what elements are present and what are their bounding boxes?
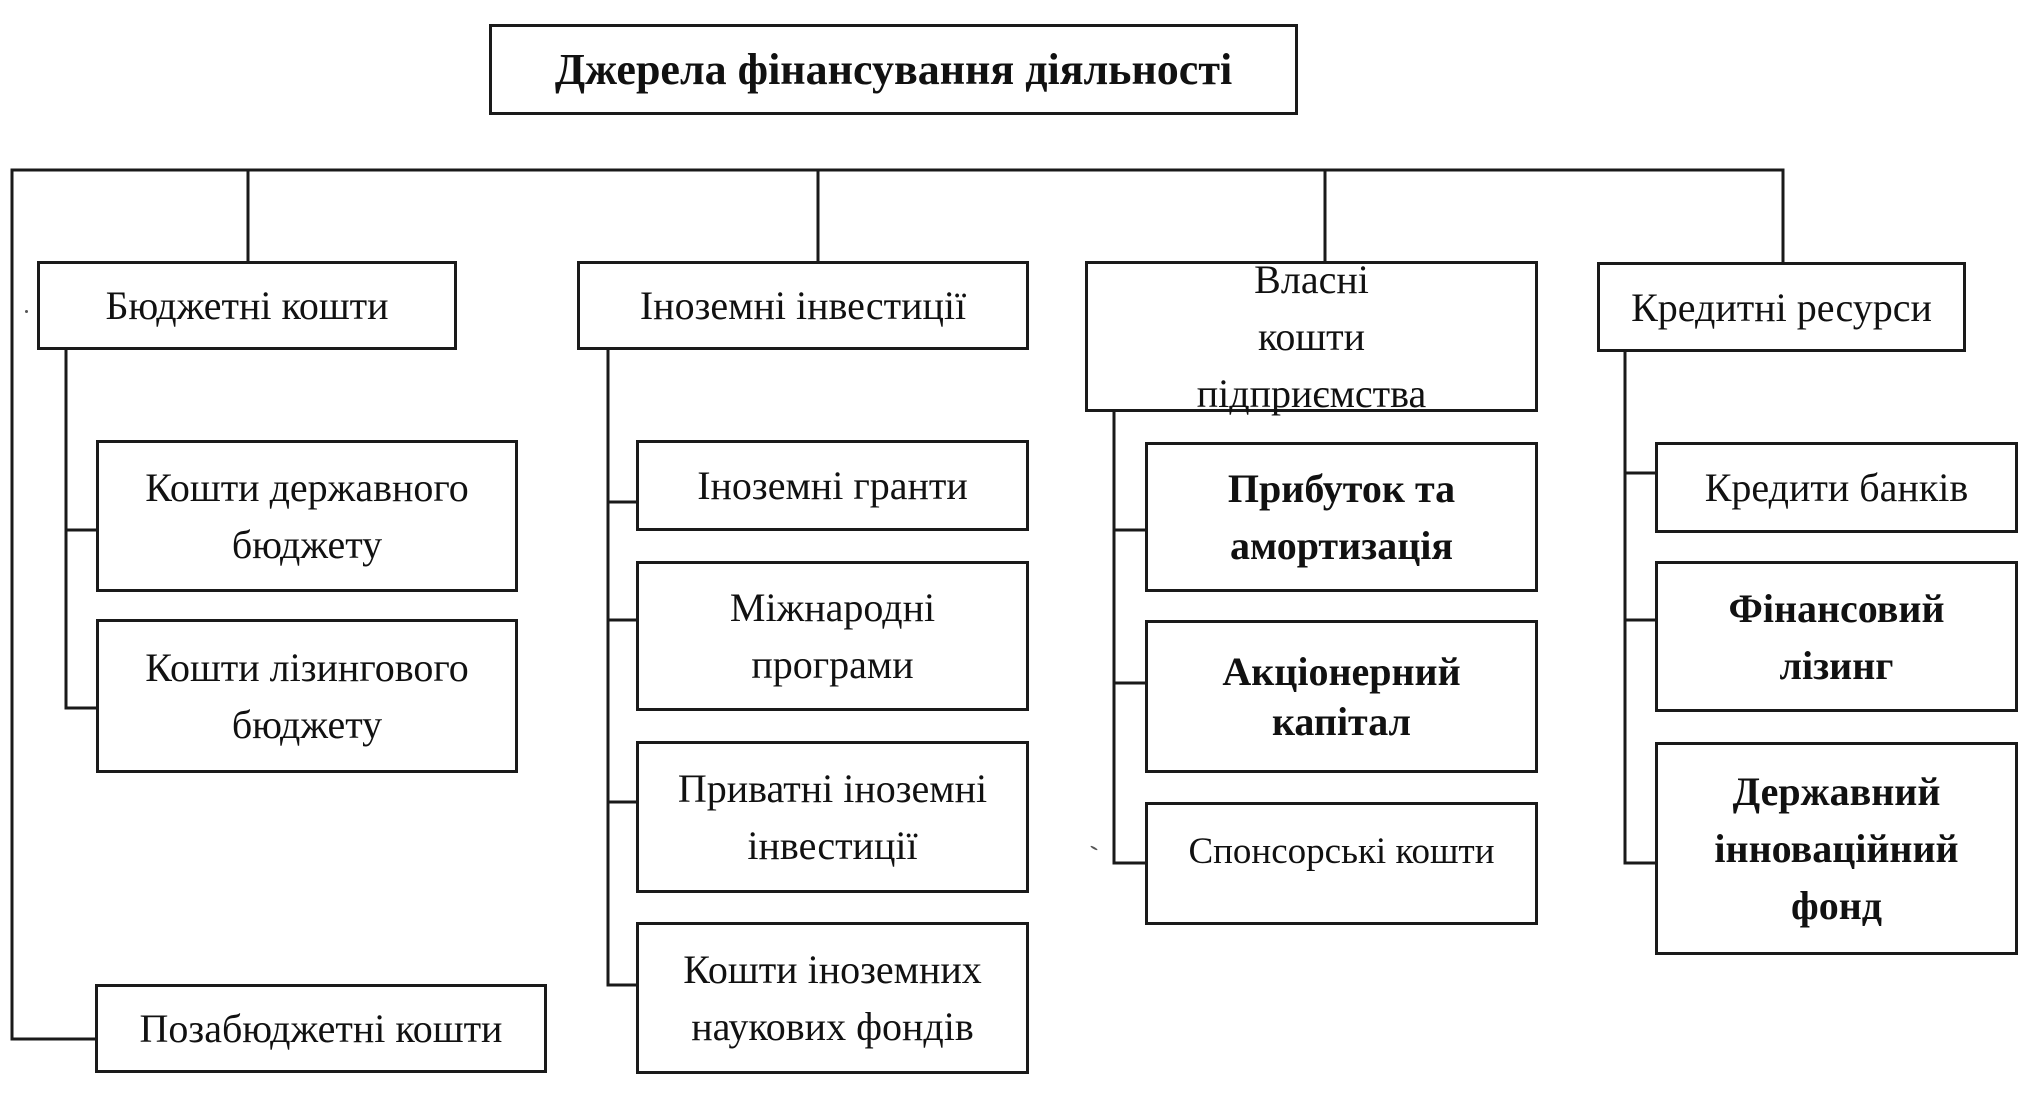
diagram-title: Джерела фінансування діяльності (489, 24, 1298, 115)
item-private-foreign-investment: Приватні іноземні інвестиції (636, 741, 1029, 893)
category-credit-resources: Кредитні ресурси (1597, 262, 1966, 352)
item-financial-leasing: Фінансовий лізинг (1655, 561, 2018, 712)
item-leasing-budget: Кошти лізингового бюджету (96, 619, 518, 773)
category-own-funds: Власні кошти підприємства (1085, 257, 1538, 416)
item-state-innovation-fund: Державний інноваційний фонд (1655, 742, 2018, 955)
category-foreign-investment: Іноземні інвестиції (577, 261, 1029, 350)
item-international-programs: Міжнародні програми (636, 561, 1029, 711)
item-foreign-science-funds: Кошти іноземних наукових фондів (636, 922, 1029, 1074)
item-bank-credits: Кредити банків (1655, 442, 2018, 533)
item-sponsor-funds: Спонсорські кошти (1145, 802, 1538, 925)
item-state-budget: Кошти державного бюджету (96, 440, 518, 592)
item-profit-amortization: Прибуток та амортизація (1145, 442, 1538, 592)
category-budget: Бюджетні кошти (37, 261, 457, 350)
scan-speck (25, 310, 28, 313)
item-foreign-grants: Іноземні гранти (636, 440, 1029, 531)
category-extra-budget: Позабюджетні кошти (95, 984, 547, 1073)
item-share-capital: Акціонерний капітал (1145, 620, 1538, 773)
